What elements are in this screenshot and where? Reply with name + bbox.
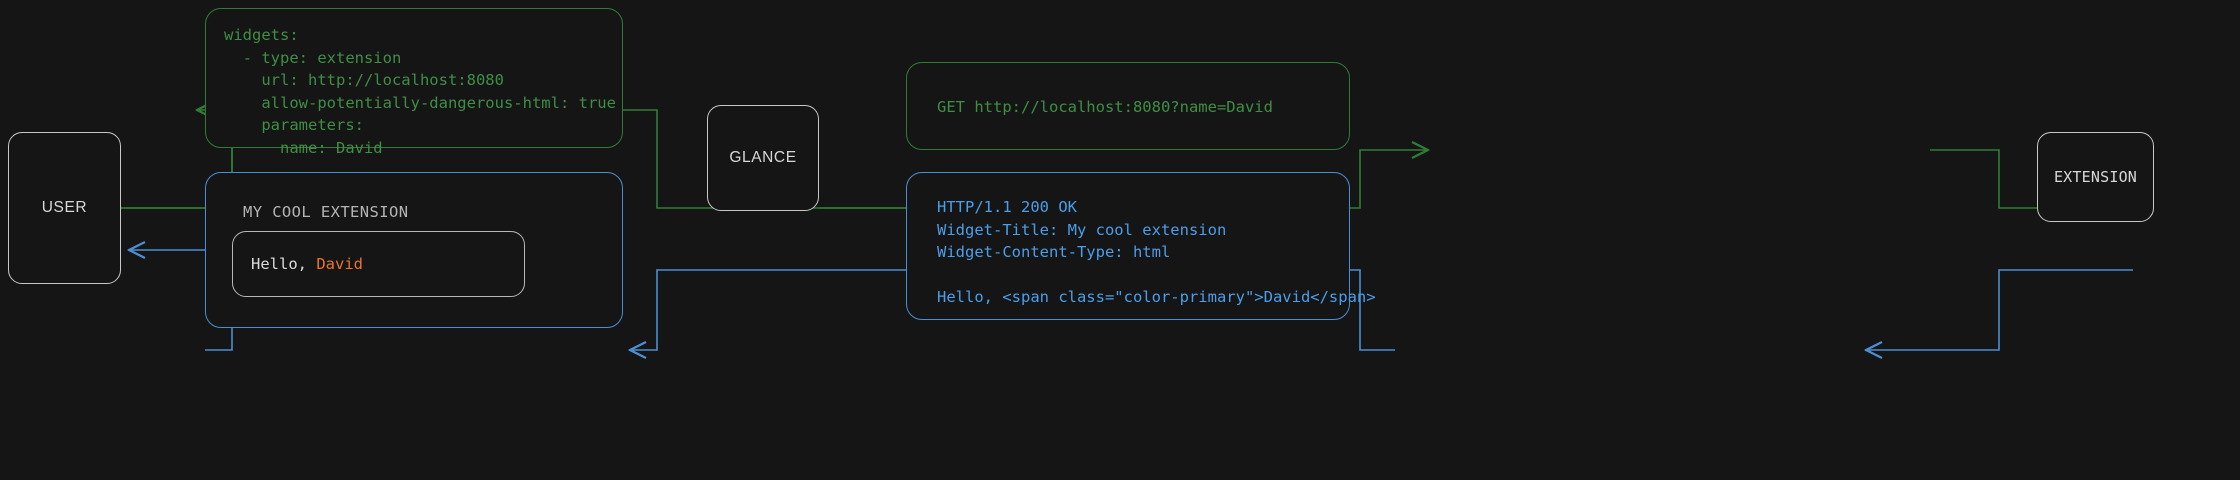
rendered-widget-greeting: Hello, David <box>233 255 363 273</box>
node-glance-label: GLANCE <box>729 149 797 166</box>
node-extension-label: EXTENSION <box>2053 168 2138 186</box>
message-http-request <box>906 62 1350 150</box>
http-response-text: HTTP/1.1 200 OK Widget-Title: My cool ex… <box>937 198 1376 306</box>
greeting-prefix: Hello, <box>251 255 317 273</box>
node-extension[interactable]: EXTENSION <box>2037 132 2154 222</box>
node-user-label: USER <box>41 199 88 216</box>
http-request-text: GET http://localhost:8080?name=David <box>937 98 1273 116</box>
wire-extension-to-response <box>1866 269 2133 350</box>
config-yaml-text: widgets: - type: extension url: http://l… <box>224 26 616 157</box>
rendered-widget-title: MY COOL EXTENSION <box>243 203 409 221</box>
message-config-yaml <box>205 8 623 148</box>
rendered-widget-body: Hello, David <box>232 231 525 297</box>
message-http-response <box>906 172 1350 320</box>
greeting-accent-name: David <box>316 255 363 273</box>
node-user[interactable]: USER <box>8 132 121 284</box>
node-glance[interactable]: GLANCE <box>707 105 819 211</box>
